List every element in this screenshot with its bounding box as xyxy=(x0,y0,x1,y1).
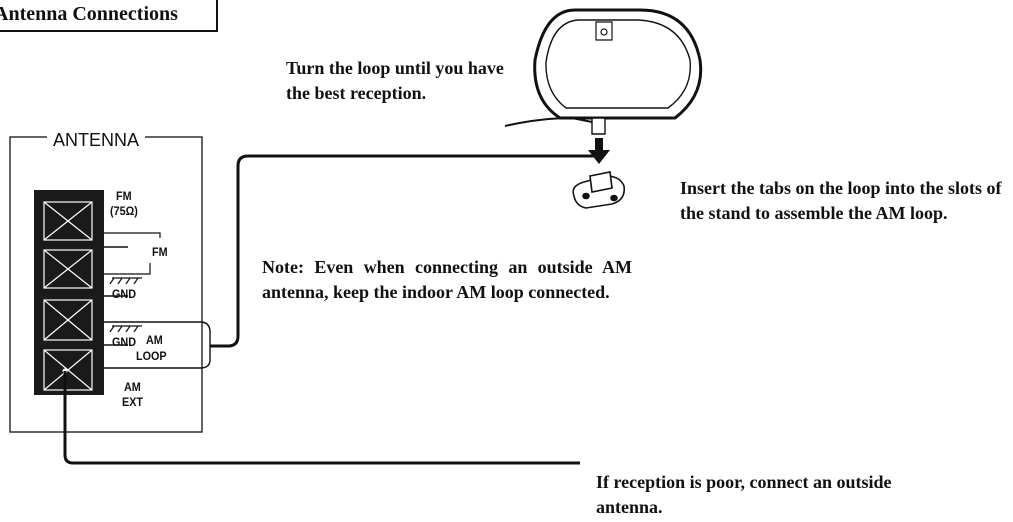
terminal-fm-2 xyxy=(43,249,93,289)
label-gnd-2: GND xyxy=(112,335,137,349)
terminal-am-gnd xyxy=(43,299,93,341)
label-fm-mid: FM xyxy=(152,245,168,259)
gnd-symbol-1 xyxy=(109,277,142,285)
am-loop-antenna xyxy=(504,8,703,135)
page-title: Antenna Connections xyxy=(0,3,178,25)
label-fm-ohm: (75Ω) xyxy=(110,204,138,218)
caption-insert: Insert the tabs on the loop into the slo… xyxy=(680,178,1002,223)
antenna-panel-label: ANTENNA xyxy=(47,130,146,151)
label-gnd-1: GND xyxy=(112,287,137,301)
gnd-symbol-2 xyxy=(109,325,142,333)
caption-note: Note: Even when connecting an outside AM… xyxy=(262,255,632,305)
title-box: Antenna Connections xyxy=(0,0,218,32)
label-ext: EXT xyxy=(122,395,144,409)
terminal-fm-1 xyxy=(43,201,93,241)
insert-arrow xyxy=(588,138,610,164)
note-label: Note: xyxy=(262,257,304,277)
note-text: Even when connecting an outside AM anten… xyxy=(262,257,632,302)
caption-loop: Turn the loop until you have the best re… xyxy=(286,58,504,103)
label-am-ext: AM xyxy=(124,380,141,394)
label-am: AM xyxy=(146,333,163,347)
label-fm-top: FM xyxy=(116,189,132,203)
caption-poor: If reception is poor, connect an outside… xyxy=(596,472,892,517)
loop-stand xyxy=(572,171,626,209)
terminal-am-loop xyxy=(43,349,93,391)
label-loop: LOOP xyxy=(136,349,167,363)
